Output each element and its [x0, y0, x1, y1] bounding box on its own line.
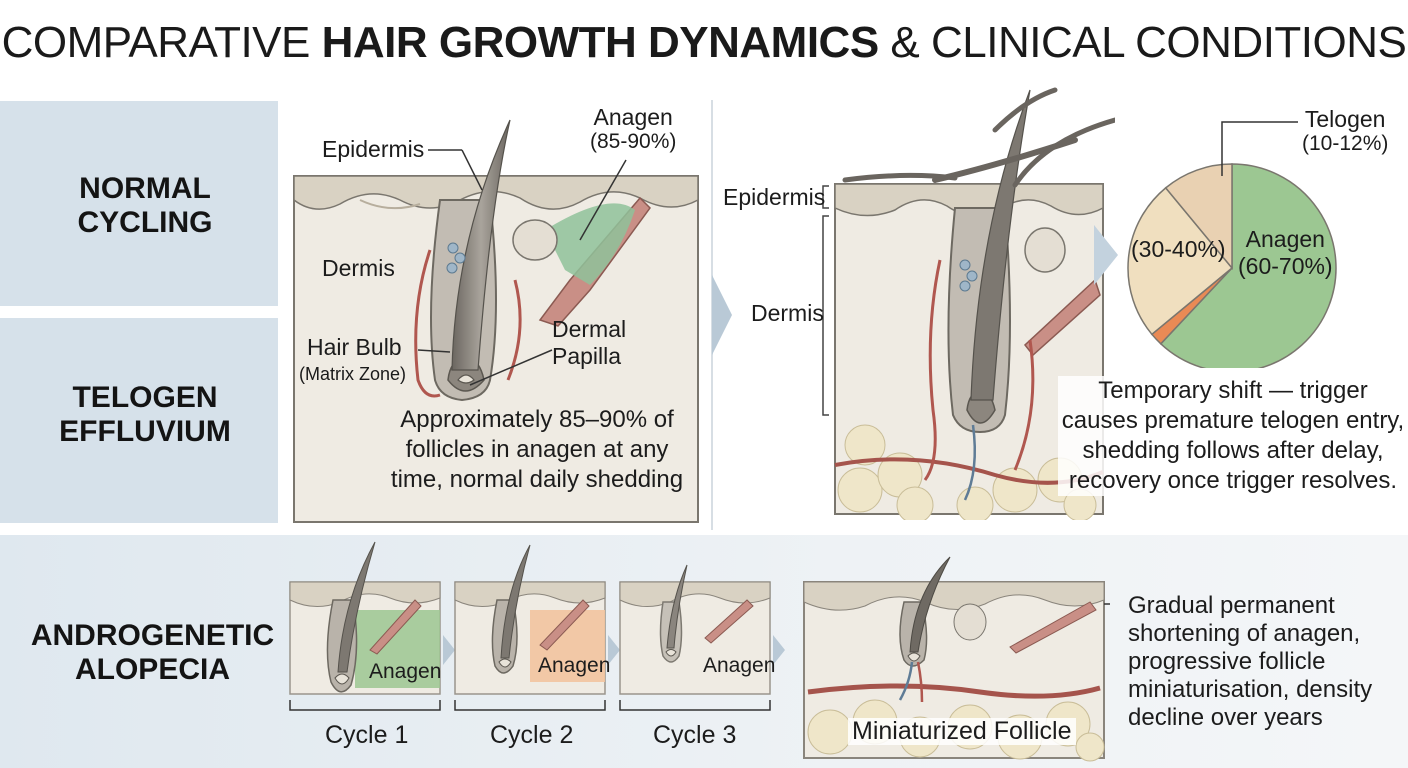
hair-bulb-label: Hair Bulb: [307, 334, 402, 360]
androgenetic-caption: Gradual permanent shortening of anagen, …: [1128, 592, 1373, 731]
matrix-zone-label: (Matrix Zone): [299, 364, 407, 384]
normal-anagen-label: Anagen (85-90%): [590, 104, 677, 153]
normal-cycling-panel: [0, 101, 278, 306]
page-title: COMPARATIVE HAIR GROWTH DYNAMICS & CLINI…: [1, 18, 1407, 67]
miniaturized-follicle-label: Miniaturized Follicle: [848, 718, 1076, 745]
androgenetic-cycles-diagram: [289, 541, 785, 711]
telogen-dermis-label: Dermis: [751, 300, 824, 326]
cycle-3-panel: [619, 564, 771, 695]
phase-distribution-pie-chart: [1127, 121, 1337, 368]
pie-telogen-label: Telogen (10-12%): [1302, 106, 1389, 155]
normal-follicle-diagram: [293, 119, 699, 523]
cycle-1-anagen-label: Anagen: [369, 660, 442, 683]
telogen-leader-line: [1221, 121, 1298, 176]
telogen-caption: Temporary shift — trigger causes prematu…: [1058, 376, 1408, 496]
pie-pointer-arrow: [1094, 225, 1118, 285]
pie-anagen-label: Anagen (60-70%): [1238, 226, 1333, 279]
cycle-2-anagen-label: Anagen: [538, 654, 611, 677]
normal-epidermis-label: Epidermis: [322, 136, 425, 162]
anagen-arrow: [545, 203, 635, 285]
dermal-papilla-label: Dermal Papilla: [552, 316, 627, 369]
transition-arrow: [711, 100, 732, 530]
dermal-papilla: [457, 374, 475, 384]
cycle-3-label: Cycle 3: [653, 721, 737, 749]
cycle-2-panel: [454, 544, 606, 695]
cycle-1-label: Cycle 1: [325, 721, 409, 749]
pie-slice-2: [1127, 186, 1234, 336]
telogen-effluvium-panel: [0, 318, 278, 523]
blood-vessel: [414, 249, 441, 398]
telogen-epidermis-label: Epidermis: [723, 184, 826, 210]
pie-slice-0: [1159, 163, 1337, 368]
normal-caption: Approximately 85–90% of follicles in ana…: [390, 406, 684, 493]
cycle-1-panel: [289, 541, 441, 695]
pie-slice-3: [1164, 163, 1233, 271]
normal-dermis-label: Dermis: [322, 255, 395, 281]
hair-shaft: [451, 119, 511, 371]
pie-catagen-label: (30-40%): [1131, 236, 1226, 262]
cycle-2-label: Cycle 2: [490, 721, 574, 749]
cycle-3-anagen-label: Anagen: [703, 654, 776, 677]
sebaceous-gland: [512, 219, 558, 261]
